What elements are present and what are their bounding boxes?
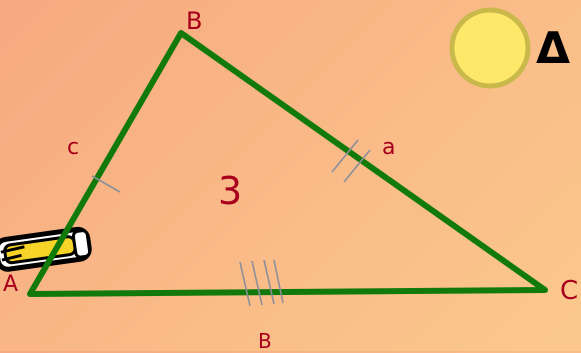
area-label: 3 xyxy=(218,169,243,213)
side-a-label: a xyxy=(382,135,396,160)
vertex-b-label: B xyxy=(186,7,203,35)
triangle xyxy=(27,30,548,297)
sun-icon xyxy=(449,7,531,89)
side-c-label: c xyxy=(67,135,80,160)
side-a-tick xyxy=(331,139,371,183)
side-c-tick xyxy=(91,175,121,193)
pencil-icon xyxy=(0,226,92,272)
vertex-a-label: A xyxy=(3,272,19,297)
side-b-tick xyxy=(239,259,284,307)
delta-symbol: Δ xyxy=(536,23,571,74)
vertex-c-label: C xyxy=(560,276,579,306)
side-b-label: B xyxy=(258,329,272,353)
